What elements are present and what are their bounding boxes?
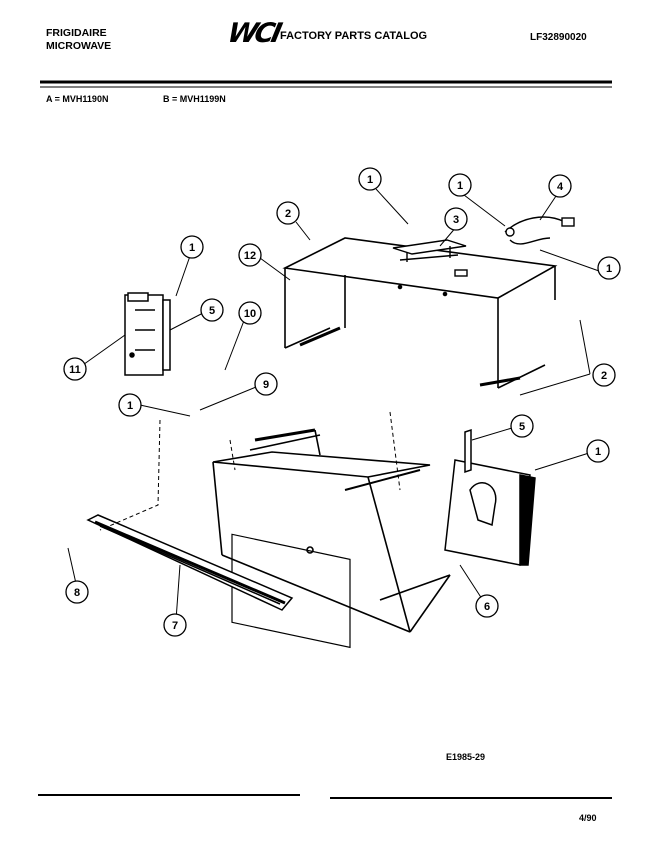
svg-text:1: 1	[189, 242, 195, 254]
svg-text:1: 1	[457, 180, 463, 192]
oven-cavity-frame	[212, 428, 451, 649]
svg-text:8: 8	[74, 587, 80, 599]
outer-cabinet-wrapper	[282, 237, 558, 389]
svg-text:1: 1	[606, 263, 612, 275]
callout-2-a: 2	[276, 201, 300, 225]
callout-12: 12	[238, 243, 262, 267]
callout-7: 7	[163, 613, 187, 637]
callout-5-a: 5	[200, 298, 224, 322]
header-rules	[40, 80, 612, 88]
drawing-id: E1985-29	[446, 752, 486, 762]
svg-text:11: 11	[69, 364, 81, 376]
svg-text:12: 12	[244, 250, 256, 262]
callout-11: 11	[63, 357, 87, 381]
model-b-label: B = MVH1199N	[163, 94, 226, 104]
svg-text:1: 1	[595, 446, 601, 458]
top-bracket	[392, 239, 468, 277]
callout-1-d: 1	[597, 256, 621, 280]
callout-3: 3	[444, 207, 468, 231]
callout-9: 9	[254, 372, 278, 396]
control-panel-assembly	[124, 292, 171, 376]
svg-text:3: 3	[453, 214, 459, 226]
leader-lines	[67, 188, 600, 621]
svg-text:7: 7	[172, 620, 178, 632]
product-line: MICROWAVE	[46, 40, 112, 52]
callout-markers: 1 1 4 2 3 1 1 12 5 10 11 9 1 2 5 1 8 7 6	[63, 167, 621, 637]
callout-2-b: 2	[592, 363, 616, 387]
model-a-label: A = MVH1190N	[46, 94, 109, 104]
callout-5-b: 5	[510, 414, 534, 438]
svg-text:5: 5	[519, 421, 525, 433]
catalog-title: FACTORY PARTS CATALOG	[280, 30, 428, 42]
catalog-number: LF32890020	[530, 32, 587, 43]
footer-rules	[38, 794, 612, 799]
callout-1-c: 1	[180, 235, 204, 259]
page-date: 4/90	[579, 813, 597, 823]
front-grille-trim	[86, 514, 294, 611]
right-spacer-strip	[464, 428, 472, 474]
svg-text:2: 2	[601, 370, 607, 382]
svg-text:2: 2	[285, 208, 291, 220]
power-cord-connector	[504, 216, 575, 245]
svg-text:9: 9	[263, 379, 269, 391]
callout-10: 10	[238, 301, 262, 325]
brand-name: FRIGIDAIRE	[46, 27, 107, 39]
svg-text:10: 10	[244, 308, 256, 320]
callout-4: 4	[548, 174, 572, 198]
svg-text:1: 1	[127, 400, 133, 412]
callout-1-e: 1	[118, 393, 142, 417]
svg-text:5: 5	[209, 305, 215, 317]
callout-1-a: 1	[358, 167, 382, 191]
callout-8: 8	[65, 580, 89, 604]
svg-text:1: 1	[367, 174, 373, 186]
callout-6: 6	[475, 594, 499, 618]
svg-text:6: 6	[484, 601, 490, 613]
callout-1-b: 1	[448, 173, 472, 197]
svg-text:4: 4	[557, 181, 564, 193]
callout-1-f: 1	[586, 439, 610, 463]
side-panel-assembly	[444, 459, 536, 566]
